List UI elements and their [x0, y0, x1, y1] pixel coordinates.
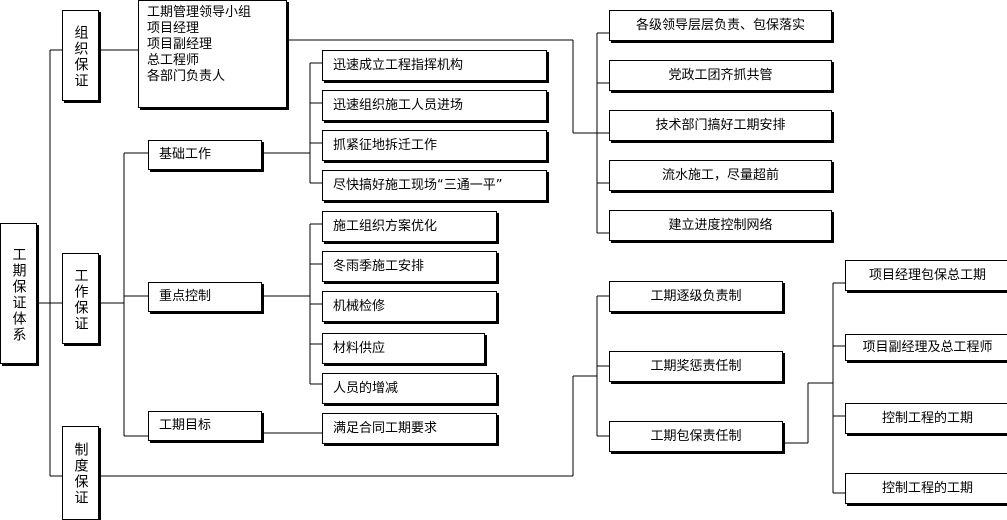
leadership-member: 项目副经理	[147, 37, 213, 52]
key-task: 材料供应	[322, 333, 485, 364]
leadership-member: 工期管理领导小组	[147, 5, 252, 20]
work-item-basic: 基础工作	[148, 140, 262, 170]
org-measure: 各级领导层层负责、包保落实	[609, 10, 832, 41]
category-org: 组织保证	[62, 10, 99, 101]
leadership-member: 总工程师	[147, 53, 200, 68]
leadership-member: 项目经理	[147, 21, 200, 36]
org-measure: 技术部门搞好工期安排	[609, 110, 832, 141]
category-system: 制度保证	[62, 426, 99, 520]
basic-task: 迅速组织施工人员进场	[322, 90, 547, 121]
guarantee-item: 项目副经理及总工程师	[845, 334, 1007, 361]
org-measure: 建立进度控制网络	[609, 210, 832, 241]
leadership-group: 工期管理领导小组 项目经理 项目副经理 总工程师 各部门负责人	[138, 0, 287, 108]
root-node: 工期保证体系	[0, 223, 37, 364]
leadership-member: 各部门负责人	[147, 69, 226, 84]
system-item: 工期包保责任制	[609, 421, 783, 452]
key-task: 施工组织方案优化	[322, 211, 497, 242]
key-task: 冬雨季施工安排	[322, 251, 497, 282]
basic-task: 迅速成立工程指挥机构	[322, 50, 547, 81]
work-item-target: 工期目标	[148, 411, 262, 441]
system-item: 工期逐级负责制	[609, 281, 783, 312]
basic-task: 尽快搞好施工现场“三通一平”	[322, 170, 547, 201]
basic-task: 抓紧征地拆迁工作	[322, 130, 547, 161]
target-task: 满足合同工期要求	[322, 413, 497, 444]
guarantee-item: 控制工程的工期	[845, 403, 1007, 434]
org-measure: 流水施工，尽量超前	[609, 160, 832, 191]
work-item-key: 重点控制	[148, 282, 262, 312]
guarantee-item: 项目经理包保总工期	[845, 260, 1007, 291]
system-item: 工期奖惩责任制	[609, 351, 783, 382]
category-work: 工作保证	[62, 253, 99, 344]
key-task: 人员的增减	[322, 373, 497, 404]
org-measure: 党政工团齐抓共管	[609, 60, 832, 91]
guarantee-item: 控制工程的工期	[845, 473, 1007, 504]
key-task: 机械检修	[322, 291, 497, 322]
